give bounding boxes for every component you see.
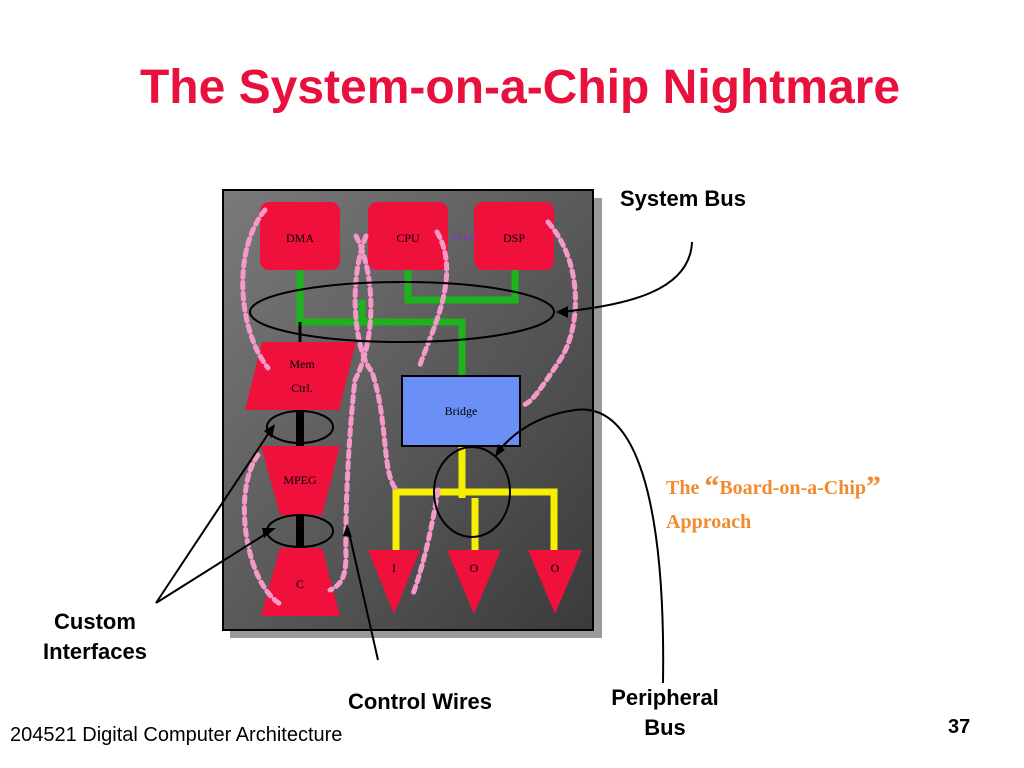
slide-title: The System-on-a-Chip Nightmare <box>139 61 901 114</box>
mem-label-2: Ctrl. <box>291 381 313 395</box>
io-block-2[interactable] <box>447 550 501 614</box>
boc-open-quote: “ <box>704 470 720 503</box>
custom-interfaces-line2: Interfaces <box>43 639 147 664</box>
pointer-lines <box>155 241 693 684</box>
page-number: 37 <box>948 716 971 738</box>
peripheral-bus-line2: Bus <box>644 715 686 740</box>
board-on-a-chip-note: The “Board-on-a-Chip” Approach <box>666 472 881 537</box>
system-bus-label: System Bus <box>620 186 746 211</box>
mem-ctrl-block[interactable] <box>245 342 356 410</box>
mem-mpeg-link-ellipse <box>266 410 334 444</box>
peripheral-bus-line1: Peripheral <box>611 685 719 710</box>
bridge-label: Bridge <box>445 404 478 418</box>
boc-approach: Approach <box>666 511 752 533</box>
dma-label: DMA <box>286 231 314 245</box>
peripheral-bus-label: Peripheral Bus <box>585 683 745 743</box>
boc-close-quote: ” <box>866 470 882 503</box>
system-bus-ellipse <box>249 281 555 343</box>
io-label-3: O <box>551 561 560 575</box>
control-wires-label: Control Wires <box>347 689 493 714</box>
cpu-block[interactable] <box>368 202 448 270</box>
bridge-block[interactable] <box>401 375 521 447</box>
boc-name: Board-on-a-Chip <box>719 477 867 499</box>
arrow-heads <box>262 306 568 538</box>
footer-course: 204521 Digital Computer Architecture <box>10 724 343 746</box>
custom-interfaces-label: Custom Interfaces <box>20 607 170 667</box>
cpu-label: CPU <box>396 231 420 245</box>
mpeg-label: MPEG <box>283 473 317 487</box>
dsp-block[interactable] <box>474 202 554 270</box>
io-label-2: O <box>470 561 479 575</box>
peripheral-bus-ellipse <box>433 446 511 538</box>
dsp-label: DSP <box>503 231 525 245</box>
io-block-1[interactable] <box>368 550 420 614</box>
boc-line1: The “Board-on-a-Chip” <box>666 472 881 503</box>
mem-label-1: Mem <box>289 357 315 371</box>
io-block-3[interactable] <box>528 550 582 614</box>
io-label-1: I <box>392 561 396 575</box>
boc-the: The <box>666 477 705 499</box>
system-bus-wires <box>296 270 519 375</box>
c-block[interactable] <box>261 548 340 616</box>
c-label: C <box>296 577 304 591</box>
mpeg-block[interactable] <box>261 446 340 515</box>
dma-block[interactable] <box>260 202 340 270</box>
custom-interfaces-line1: Custom <box>54 609 136 634</box>
peripheral-bus-wires <box>392 446 558 552</box>
